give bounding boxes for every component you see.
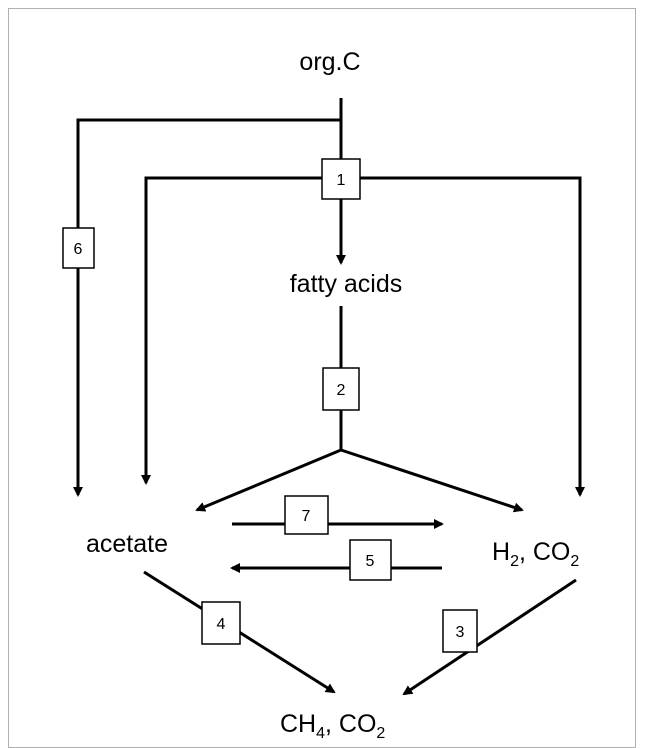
node-acetate: acetate (86, 530, 168, 558)
svg-text:4: 4 (217, 616, 226, 633)
svg-text:3: 3 (456, 624, 465, 641)
edge-split-h2co2 (341, 176, 585, 497)
step-box-4: 4 (201, 601, 241, 645)
edge-split-acetate (141, 176, 341, 485)
svg-text:6: 6 (74, 241, 83, 258)
edge-h2co2-ch4 (402, 578, 577, 696)
node-fatty-acids: fatty acids (290, 270, 403, 298)
step-box-2: 2 (322, 367, 360, 411)
step-box-1: 1 (321, 158, 361, 200)
node-org-c: org.C (299, 48, 360, 76)
edge-orgc-acetate (73, 118, 341, 497)
node-h2-co2: H2, CO2 (492, 538, 579, 570)
svg-text:7: 7 (302, 508, 311, 525)
step-box-3: 3 (442, 609, 478, 653)
svg-text:1: 1 (337, 172, 346, 189)
node-ch4-co2: CH4, CO2 (280, 710, 385, 742)
edge-junction-h2co2 (340, 448, 524, 513)
svg-text:2: 2 (337, 382, 346, 399)
step-box-6: 6 (62, 227, 95, 269)
step-box-5: 5 (349, 539, 392, 581)
edge-junction-acetate (195, 448, 342, 512)
step-box-7: 7 (284, 495, 329, 535)
svg-text:5: 5 (366, 553, 375, 570)
